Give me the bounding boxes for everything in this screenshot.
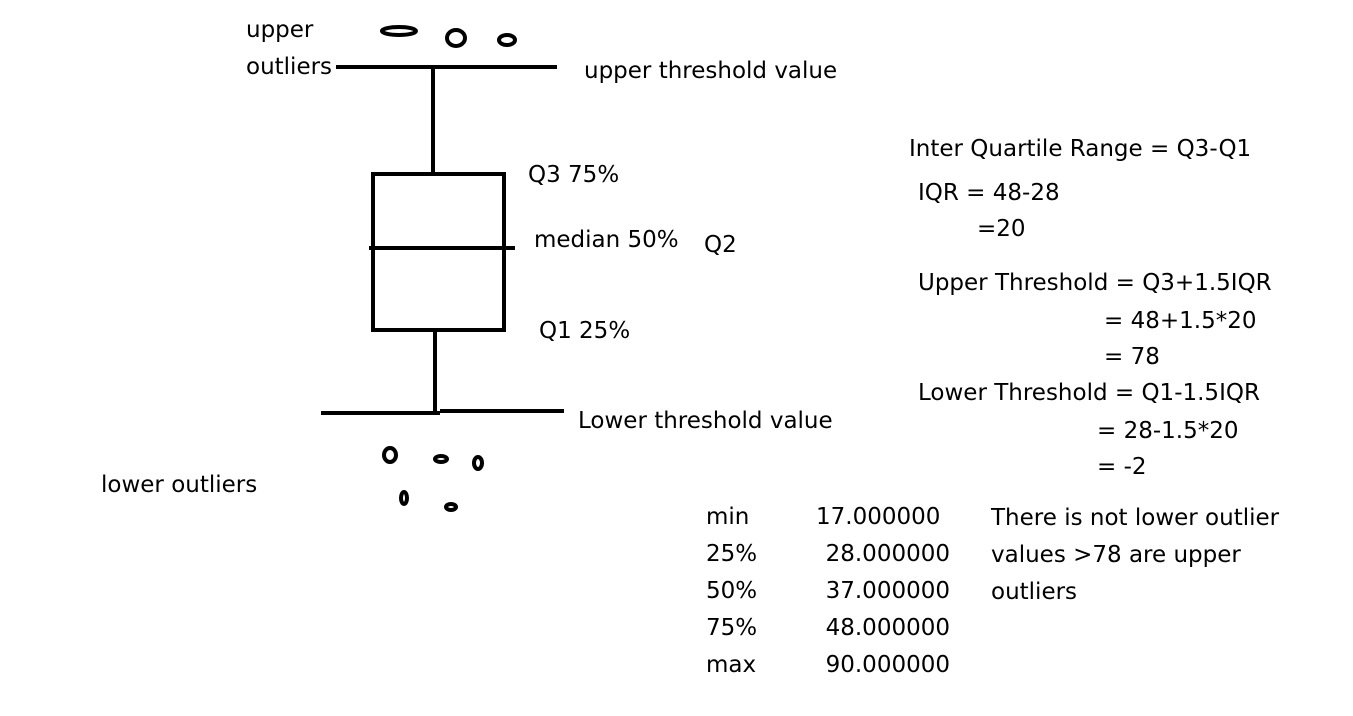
table-row: 50% 37.000000 <box>706 573 950 610</box>
table-row: 75% 48.000000 <box>706 610 950 647</box>
stat-label: 50% <box>706 578 758 604</box>
table-row: max 90.000000 <box>706 647 950 684</box>
note-line-3: outliers <box>991 579 1078 605</box>
table-row: 25% 28.000000 <box>706 536 950 573</box>
stat-label: min <box>706 504 750 530</box>
stat-label: 75% <box>706 615 758 641</box>
upper-threshold-label: upper threshold value <box>584 58 838 84</box>
stat-value: 48.000000 <box>825 615 950 641</box>
lower-threshold-result: = -2 <box>1097 454 1147 480</box>
upper-threshold-definition: Upper Threshold = Q3+1.5IQR <box>918 270 1272 296</box>
note-line-1: There is not lower outlier <box>991 505 1280 531</box>
lower-threshold-calculation: = 28-1.5*20 <box>1097 418 1239 444</box>
note-line-2: values >78 are upper <box>991 542 1241 568</box>
lower-threshold-definition: Lower Threshold = Q1-1.5IQR <box>918 380 1260 406</box>
upper-threshold-calculation: = 48+1.5*20 <box>1104 308 1257 334</box>
summary-statistics-table: min 17.000000 25% 28.000000 50% 37.00000… <box>706 499 950 684</box>
stat-value: 28.000000 <box>825 541 950 567</box>
upper-outlier-point <box>445 28 467 48</box>
upper-outliers-label-line1: upper <box>246 17 314 43</box>
upper-outlier-point <box>497 33 517 47</box>
stat-label: max <box>706 652 757 678</box>
lower-threshold-label: Lower threshold value <box>578 408 833 434</box>
upper-threshold-result: = 78 <box>1104 344 1160 370</box>
upper-outlier-point <box>380 25 418 37</box>
lower-outlier-point <box>444 502 458 512</box>
upper-outliers-label-line2: outliers <box>246 54 333 80</box>
stat-value: 90.000000 <box>825 652 950 678</box>
q3-label: Q3 75% <box>528 162 620 188</box>
lower-outliers-label: lower outliers <box>101 472 258 498</box>
lower-outlier-point <box>399 490 409 506</box>
stat-value: 17.000000 <box>816 504 941 530</box>
stat-label: 25% <box>706 541 758 567</box>
iqr-result: =20 <box>977 216 1026 242</box>
q2-label: Q2 <box>704 232 737 258</box>
stat-value: 37.000000 <box>825 578 950 604</box>
table-row: min 17.000000 <box>706 499 950 536</box>
iqr-box <box>371 172 506 332</box>
lower-outlier-point <box>382 446 398 464</box>
iqr-definition: Inter Quartile Range = Q3-Q1 <box>909 136 1252 162</box>
lower-outlier-point <box>433 454 449 464</box>
iqr-calculation: IQR = 48-28 <box>918 180 1060 206</box>
lower-outlier-point <box>472 455 484 471</box>
median-label: median 50% <box>534 227 679 253</box>
q1-label: Q1 25% <box>539 318 631 344</box>
